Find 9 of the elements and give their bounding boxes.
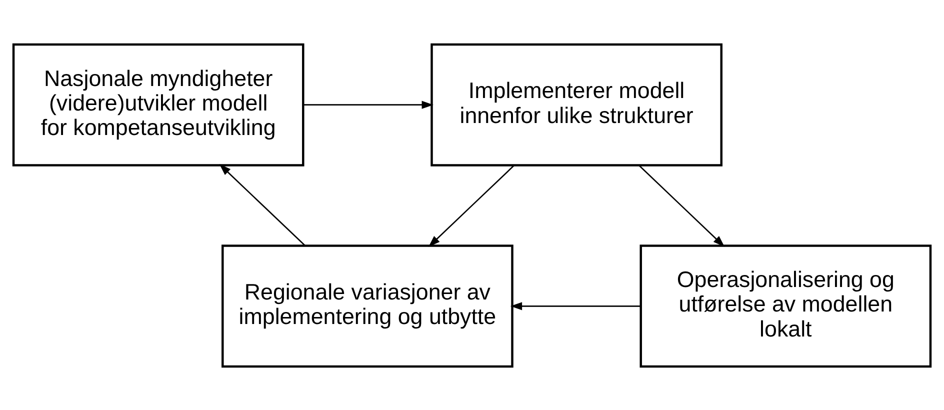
node-box: Operasjonalisering og utførelse av modellen lokalt [640, 244, 932, 368]
arrow [428, 164, 515, 246]
node-box: Regionale variasjoner av implementering og utbytte [222, 244, 514, 368]
arrow [638, 164, 725, 246]
node-box: Implementerer modell innenfor ulike strukturer [430, 42, 722, 166]
arrow [510, 302, 640, 310]
node-box: Nasjonale myndigheter (videre)utvikler modell for kompetanseutvikling [12, 42, 304, 166]
arrow [219, 164, 306, 246]
arrow [303, 100, 434, 108]
